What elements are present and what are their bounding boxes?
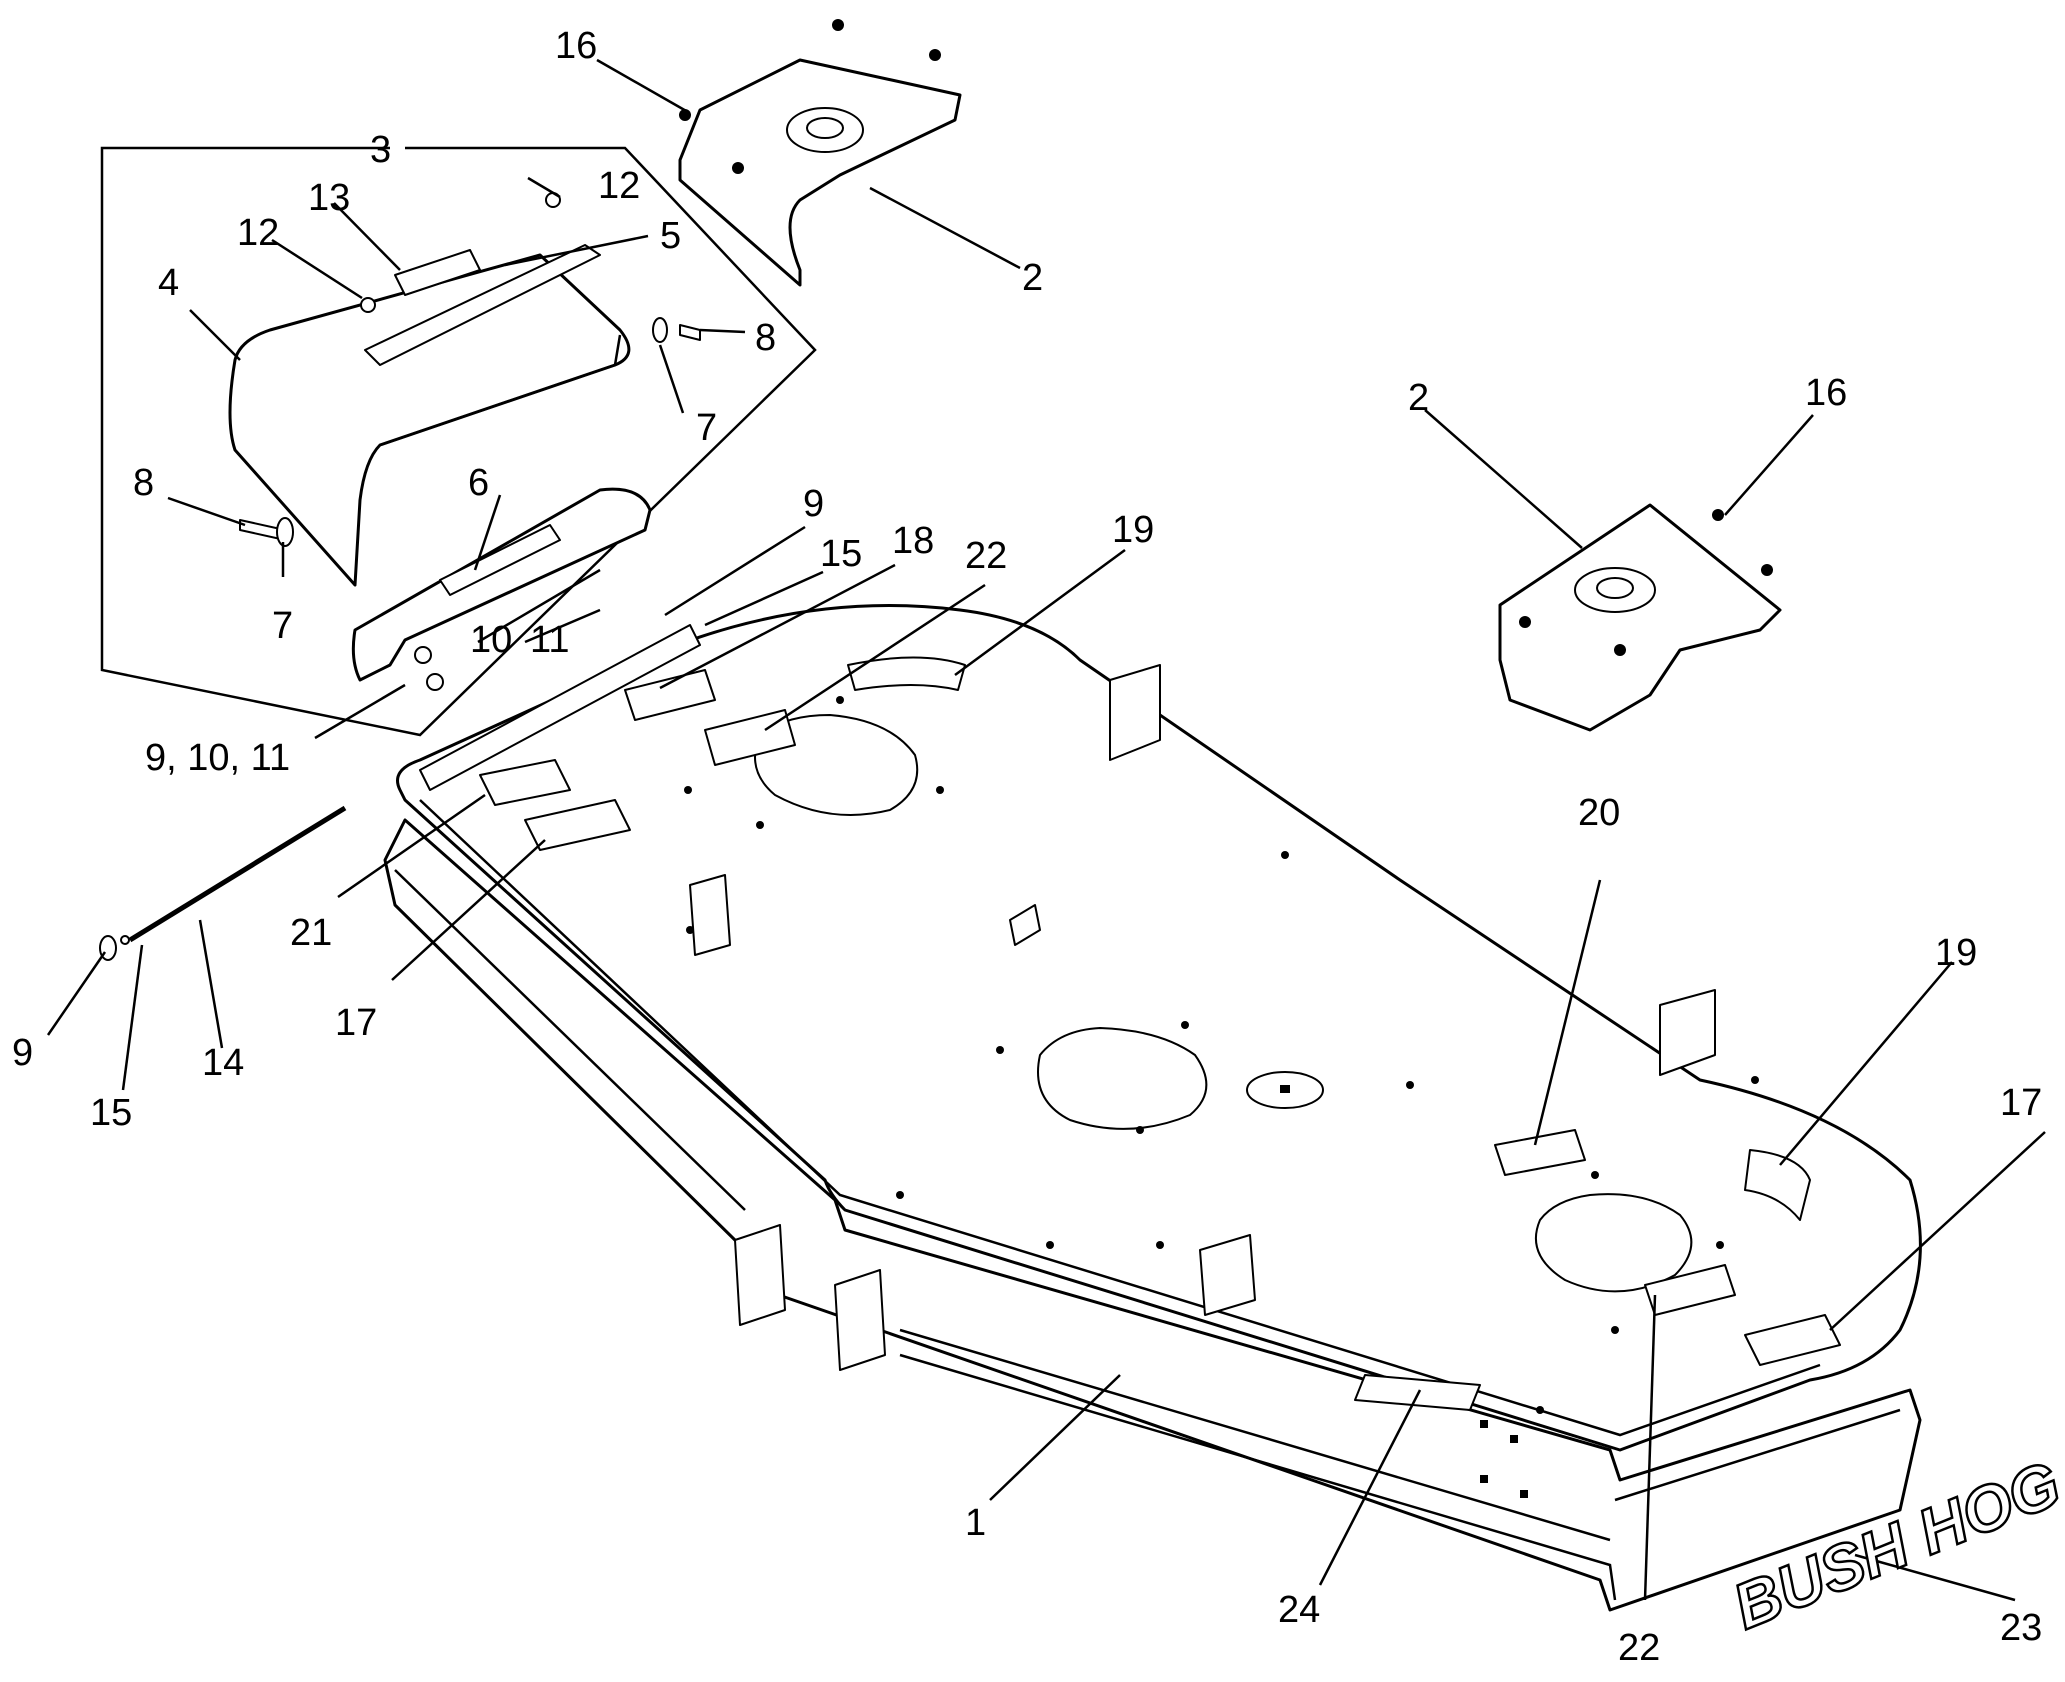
pulley-plate-right bbox=[1498, 503, 1782, 732]
rod-pin bbox=[120, 935, 130, 945]
deck-bracket-side-1 bbox=[734, 1224, 786, 1326]
deck-tab-center bbox=[1009, 904, 1041, 946]
callout-12-left: 12 bbox=[237, 212, 279, 254]
belt-cover-edge bbox=[379, 334, 622, 447]
spindle-opening-right bbox=[1535, 1193, 1693, 1293]
spring-upper bbox=[439, 524, 561, 596]
decal-13 bbox=[394, 249, 481, 296]
belt-shield-assembly bbox=[100, 146, 817, 737]
deck-skirt-band-2 bbox=[899, 1353, 1617, 1601]
callout-8-right: 8 bbox=[755, 317, 776, 359]
callout-12-right: 12 bbox=[598, 165, 640, 207]
decal-21 bbox=[479, 759, 571, 806]
callout-15-bottom: 15 bbox=[90, 1092, 132, 1134]
callout-8-left: 8 bbox=[133, 462, 154, 504]
belt-cover bbox=[228, 253, 631, 587]
rod bbox=[128, 805, 347, 943]
deck-rim-line bbox=[419, 799, 1821, 1437]
callout-7-right: 7 bbox=[696, 407, 717, 449]
assembly-bracket-outline bbox=[100, 146, 817, 737]
decal-17-right bbox=[1744, 1314, 1841, 1366]
spindle-opening-left bbox=[754, 714, 919, 816]
callout-6: 6 bbox=[468, 462, 489, 504]
callout-1: 1 bbox=[965, 1502, 986, 1544]
callout-22-top: 22 bbox=[965, 535, 1007, 577]
callout-labels: 16 3 12 13 12 5 2 4 8 7 6 8 7 9 15 18 22… bbox=[12, 25, 2042, 1669]
callout-14: 14 bbox=[202, 1042, 244, 1084]
deck-assembly bbox=[383, 604, 1922, 1612]
top-strap bbox=[364, 244, 601, 366]
callout-4: 4 bbox=[158, 262, 179, 304]
hardware-bolts bbox=[239, 192, 701, 691]
callout-22-bottom: 22 bbox=[1618, 1627, 1660, 1669]
callout-3: 3 bbox=[370, 129, 391, 171]
callout-24: 24 bbox=[1278, 1589, 1320, 1631]
callout-9-top: 9 bbox=[803, 483, 824, 525]
callout-17-left: 17 bbox=[335, 1002, 377, 1044]
callout-16-top: 16 bbox=[555, 25, 597, 67]
decal-20 bbox=[1494, 1129, 1586, 1176]
decal-19-left bbox=[847, 656, 966, 691]
callout-18: 18 bbox=[892, 520, 934, 562]
rod-assembly bbox=[99, 805, 347, 961]
decal-17-left bbox=[524, 799, 631, 851]
decal-19-right bbox=[1744, 1149, 1811, 1221]
callout-2-top: 2 bbox=[1022, 257, 1043, 299]
center-spindle-square bbox=[1280, 1085, 1290, 1093]
callout-9-10-11: 9, 10, 11 bbox=[145, 737, 290, 779]
callout-9-bottom: 9 bbox=[12, 1032, 33, 1074]
callout-10: 10 bbox=[470, 619, 512, 661]
callout-23: 23 bbox=[2000, 1607, 2042, 1649]
deck-bracket-center-left bbox=[689, 874, 731, 956]
decal-22-right bbox=[1644, 1264, 1736, 1316]
spindle-opening-center bbox=[1037, 1027, 1208, 1130]
pulley-plate-upper bbox=[678, 19, 962, 287]
front-rod-housing bbox=[419, 624, 701, 791]
callout-19-top: 19 bbox=[1112, 509, 1154, 551]
deck-bracket-front bbox=[1199, 1234, 1256, 1316]
leader-lines bbox=[46, 58, 2046, 1602]
callout-5: 5 bbox=[660, 215, 681, 257]
deck-bracket-rear-right bbox=[1659, 989, 1716, 1076]
callout-13: 13 bbox=[308, 177, 350, 219]
pulley-plate-upper-body bbox=[678, 58, 962, 287]
deck-bracket-rear-left bbox=[1109, 664, 1161, 761]
callout-7-left: 7 bbox=[272, 605, 293, 647]
deck-bracket-side-2 bbox=[834, 1269, 886, 1371]
callout-19-right: 19 bbox=[1935, 932, 1977, 974]
pulley-plate-right-body bbox=[1498, 503, 1782, 732]
callout-21: 21 bbox=[290, 912, 332, 954]
deck-skirt-band bbox=[394, 869, 1901, 1542]
callout-15-top: 15 bbox=[820, 533, 862, 575]
callout-17-right: 17 bbox=[2000, 1082, 2042, 1124]
callout-2-right: 2 bbox=[1408, 377, 1429, 419]
deck-holes bbox=[684, 696, 1759, 1498]
decal-18 bbox=[624, 669, 716, 721]
callout-20: 20 bbox=[1578, 792, 1620, 834]
callout-16-right: 16 bbox=[1805, 372, 1847, 414]
tensioner-bracket bbox=[351, 487, 652, 682]
callout-11: 11 bbox=[530, 619, 569, 661]
